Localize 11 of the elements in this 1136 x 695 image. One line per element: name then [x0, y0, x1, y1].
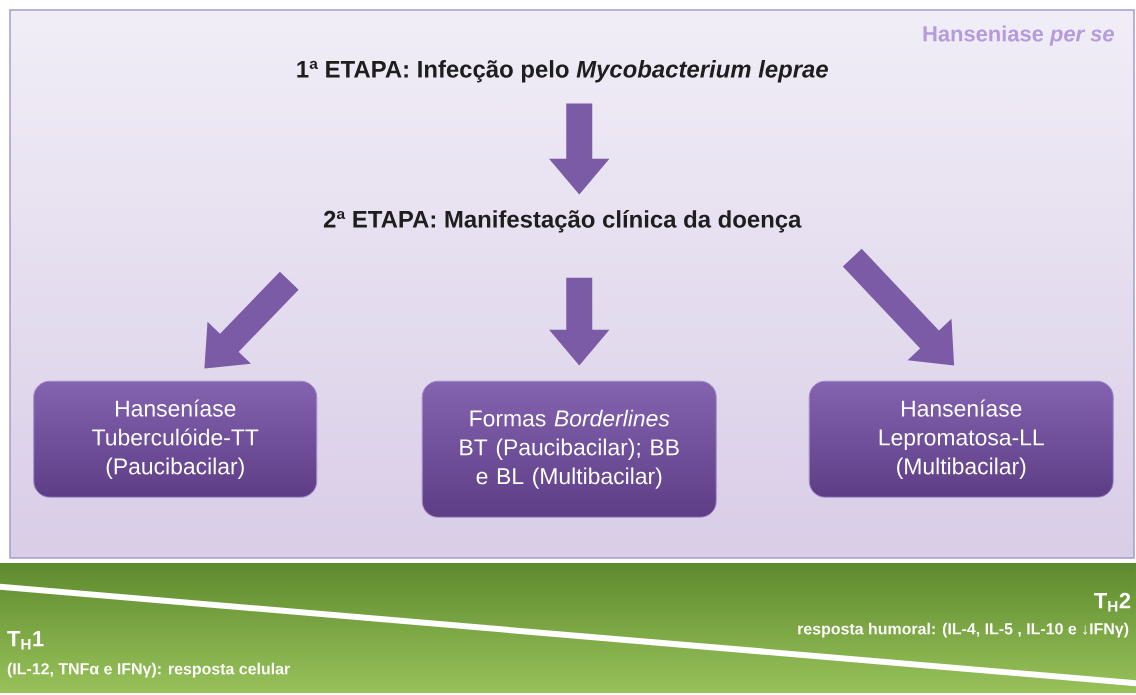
response-text: (IL-12, TNFα e IFNγ): resposta celular: [7, 662, 290, 678]
th-label: T$_{H}$1: [7, 631, 44, 650]
stage-label: 1ª ETAPA: Infecção pelo Mycobacterium leprae: [297, 60, 828, 83]
form-box: Hanseníase Lepromatosa-LL (Multibacilar): [808, 380, 1114, 498]
stage-label: 2ª ETAPA: Manifestação clínica da doença: [323, 210, 802, 233]
th-label: T$_{H}$2: [1094, 592, 1131, 612]
block-arrow: [204, 271, 299, 369]
form-box: Hanseníase Tuberculóide-TT (Paucibacilar): [33, 380, 318, 498]
response-text: resposta humoral: (IL-4, IL-5 , IL-10 e ↓IFNγ): [798, 622, 1129, 638]
panel-title: Hanseniase per se: [923, 25, 1114, 46]
form-box: Formas Borderlines BT (Paucibacilar); BB e BL (Multibacilar): [421, 380, 717, 518]
